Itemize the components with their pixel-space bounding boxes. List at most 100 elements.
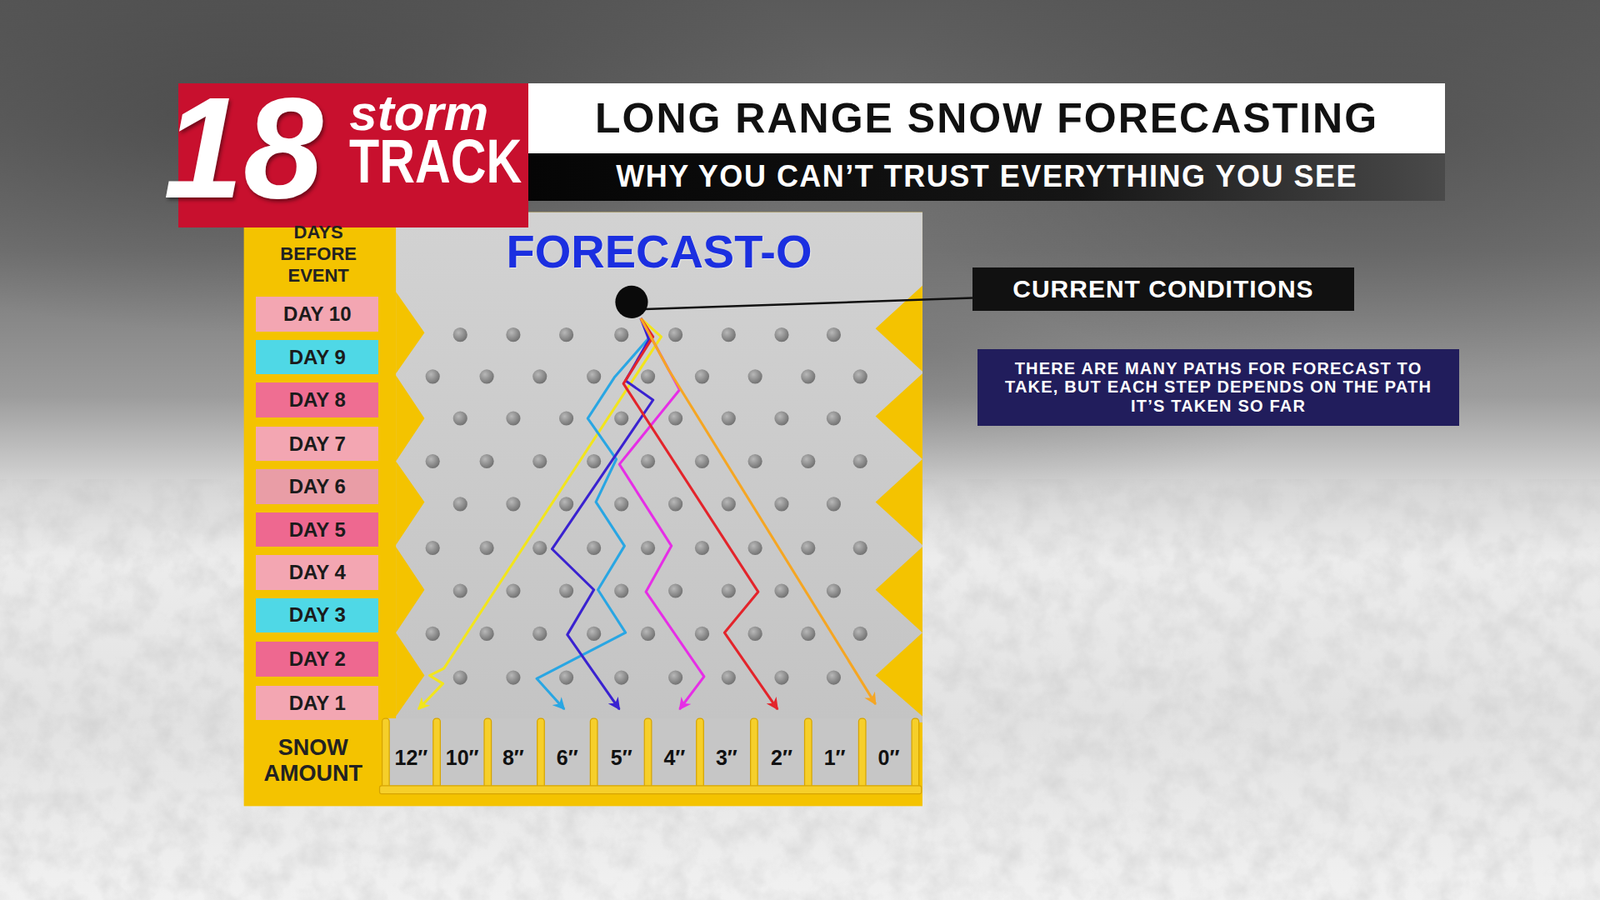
plinko-board: FORECAST-O xyxy=(395,212,923,723)
peg xyxy=(505,670,520,685)
peg xyxy=(853,540,868,555)
day-box: DAY 9 xyxy=(255,340,379,375)
day-label: DAY 1 xyxy=(289,691,346,715)
peg xyxy=(586,626,601,641)
peg xyxy=(695,540,710,555)
bin-dividers xyxy=(380,718,922,795)
snow-amount-label: 10″ xyxy=(437,743,488,772)
peg xyxy=(559,583,574,598)
day-label: DAY 5 xyxy=(289,518,346,542)
snow-amount-label: 8″ xyxy=(488,743,539,772)
peg xyxy=(748,369,763,384)
title-text: LONG RANGE SNOW FORECASTING xyxy=(595,94,1379,143)
peg xyxy=(532,454,547,469)
leader-line xyxy=(645,298,973,310)
peg xyxy=(505,583,520,598)
day-box: DAY 5 xyxy=(255,512,379,548)
day-box: DAY 7 xyxy=(255,426,379,462)
peg xyxy=(853,454,868,469)
day-box: DAY 3 xyxy=(255,598,379,634)
day-box: DAY 10 xyxy=(255,296,379,332)
peg xyxy=(586,369,601,384)
peg xyxy=(614,583,629,598)
peg xyxy=(721,670,736,685)
subtitle-band: WHY YOU CAN’T TRUST EVERYTHING YOU SEE xyxy=(528,153,1445,202)
peg xyxy=(453,583,468,598)
peg xyxy=(721,327,736,342)
current-conditions-dot xyxy=(615,285,648,319)
day-label: DAY 8 xyxy=(289,388,346,412)
peg xyxy=(721,410,736,425)
peg xyxy=(480,369,495,384)
peg xyxy=(559,327,574,342)
note-text: THERE ARE MANY PATHS FOR FORECAST TO TAK… xyxy=(995,359,1441,415)
title-bar: LONG RANGE SNOW FORECASTING xyxy=(528,83,1445,153)
callout-text: CURRENT CONDITIONS xyxy=(1012,275,1314,304)
board-teeth xyxy=(395,285,923,717)
day-box: DAY 2 xyxy=(255,641,379,677)
peg xyxy=(586,540,601,555)
snow-amount-label: 4″ xyxy=(649,743,700,772)
peg xyxy=(532,626,547,641)
axis-heading: SNOW AMOUNT xyxy=(259,735,368,787)
peg xyxy=(853,626,868,641)
logo-box: 18stormTRACK xyxy=(178,83,529,228)
peg xyxy=(480,454,495,469)
peg xyxy=(425,454,440,469)
peg xyxy=(774,327,789,342)
peg xyxy=(668,496,683,511)
subtitle-text: WHY YOU CAN’T TRUST EVERYTHING YOU SEE xyxy=(615,159,1358,195)
peg xyxy=(559,410,574,425)
peg xyxy=(505,410,520,425)
snow-amount-label: 1″ xyxy=(810,743,860,772)
peg xyxy=(800,626,815,641)
peg xyxy=(640,540,655,555)
snow-amount-label: 0″ xyxy=(864,743,915,772)
peg xyxy=(668,670,683,685)
peg xyxy=(640,626,655,641)
board-frame: DAYS BEFORE EVENT SNOW AMOUNT DAY 10 DAY 9 D… xyxy=(244,212,923,807)
peg xyxy=(748,454,763,469)
peg xyxy=(532,369,547,384)
peg xyxy=(453,327,468,342)
peg xyxy=(853,369,868,384)
day-label: DAY 10 xyxy=(283,302,351,326)
peg xyxy=(505,496,520,511)
peg xyxy=(695,626,710,641)
peg xyxy=(614,496,629,511)
peg xyxy=(668,327,683,342)
peg xyxy=(800,540,815,555)
peg xyxy=(505,327,520,342)
peg xyxy=(748,540,763,555)
peg xyxy=(480,540,495,555)
peg xyxy=(532,540,547,555)
peg xyxy=(800,369,815,384)
peg xyxy=(721,496,736,511)
peg xyxy=(480,626,495,641)
day-label: DAY 6 xyxy=(289,475,346,499)
peg xyxy=(586,454,601,469)
peg xyxy=(774,583,789,598)
snow-amount-label: 5″ xyxy=(596,743,647,772)
peg xyxy=(826,410,841,425)
peg xyxy=(425,369,440,384)
peg xyxy=(774,670,789,685)
snow-amount-label: 2″ xyxy=(756,743,807,772)
logo-word: TRACK xyxy=(349,130,522,193)
callout-box: CURRENT CONDITIONS xyxy=(972,267,1355,312)
logo-number: 18 xyxy=(163,75,323,220)
axis-heading: DAYS BEFORE EVENT xyxy=(270,221,367,287)
peg xyxy=(826,583,841,598)
yellow-frame xyxy=(244,212,923,807)
snow-amount-label: 12″ xyxy=(385,743,436,772)
day-box: DAY 4 xyxy=(255,555,379,590)
peg xyxy=(425,540,440,555)
peg xyxy=(640,454,655,469)
peg xyxy=(748,626,763,641)
peg xyxy=(826,670,841,685)
peg xyxy=(614,327,629,342)
day-box: DAY 6 xyxy=(255,469,379,505)
day-box: DAY 1 xyxy=(255,685,379,721)
grey-board xyxy=(395,212,923,723)
peg xyxy=(614,670,629,685)
